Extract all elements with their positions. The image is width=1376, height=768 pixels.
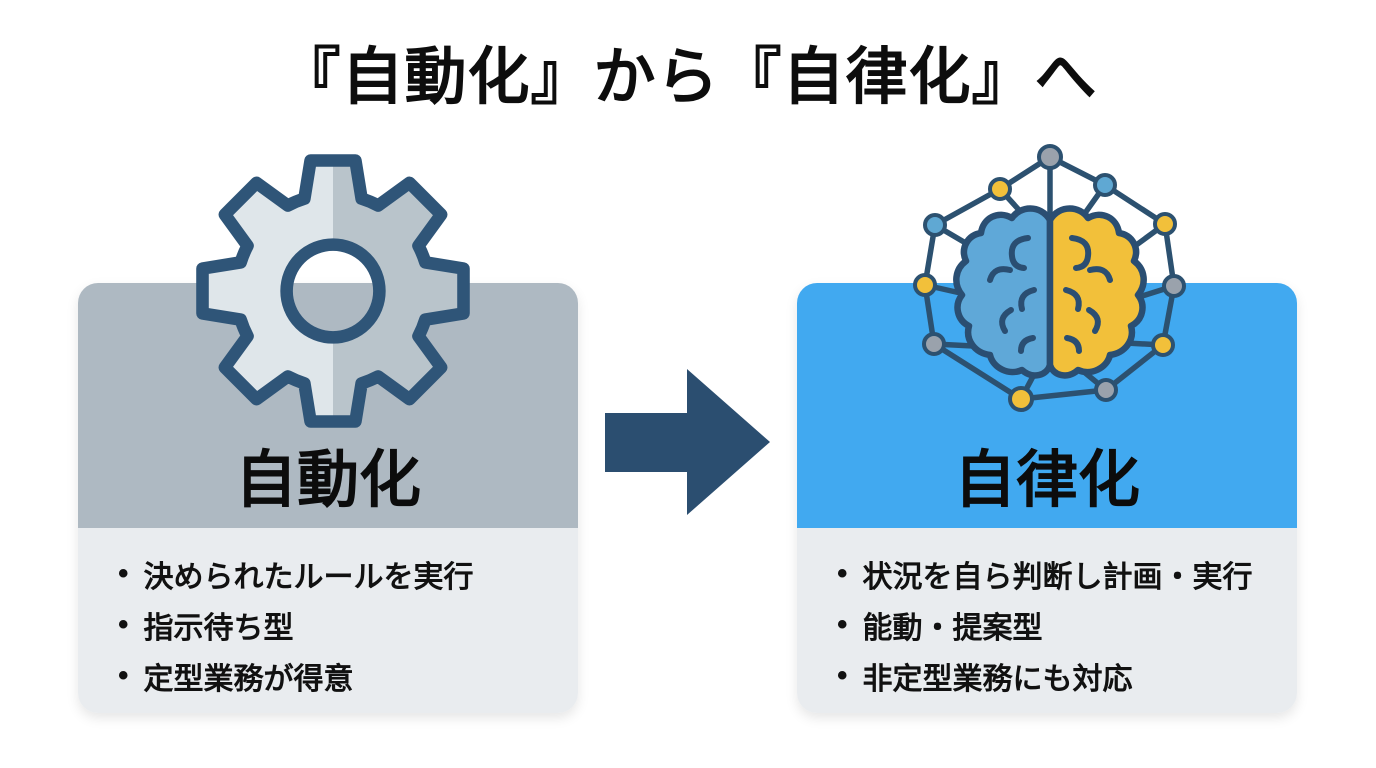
bullet-label: 指示待ち型: [143, 611, 294, 645]
bullet-label: 定型業務が得意: [143, 662, 354, 696]
list-item: • 決められたルールを実行: [118, 548, 564, 599]
list-item: • 状況を自ら判断し計画・実行: [837, 548, 1283, 599]
bullet-icon: •: [118, 658, 129, 692]
automation-card: 自動化 • 決められたルールを実行 • 指示待ち型 • 定型業務が得意: [78, 283, 578, 713]
bullet-label: 非定型業務にも対応: [862, 662, 1133, 696]
autonomy-card-bullets: • 状況を自ら判断し計画・実行 • 能動・提案型 • 非定型業務にも対応: [797, 528, 1297, 713]
autonomy-card-title: 自律化: [953, 446, 1140, 515]
list-item: • 能動・提案型: [837, 599, 1283, 650]
bullet-icon: •: [118, 556, 129, 590]
page-title: 『自動化』から『自律化』へ: [278, 43, 1098, 112]
automation-card-bullets: • 決められたルールを実行 • 指示待ち型 • 定型業務が得意: [78, 528, 578, 713]
right-arrow-svg: [605, 369, 770, 515]
bullet-label: 決められたルールを実行: [143, 560, 474, 594]
list-item: • 定型業務が得意: [118, 650, 564, 701]
right-arrow-icon: [600, 365, 775, 520]
autonomy-card-header: 自律化: [797, 283, 1297, 528]
bullet-icon: •: [118, 607, 129, 641]
list-item: • 非定型業務にも対応: [837, 650, 1283, 701]
automation-card-header: 自動化: [78, 283, 578, 528]
bullet-icon: •: [837, 607, 848, 641]
bullet-label: 能動・提案型: [862, 611, 1043, 645]
bullet-icon: •: [837, 556, 848, 590]
bullet-label: 状況を自ら判断し計画・実行: [862, 560, 1253, 594]
autonomy-card: 自律化 • 状況を自ら判断し計画・実行 • 能動・提案型 • 非定型業務にも対応: [797, 283, 1297, 713]
list-item: • 指示待ち型: [118, 599, 564, 650]
automation-card-title: 自動化: [234, 446, 421, 515]
bullet-icon: •: [837, 658, 848, 692]
right-arrow-shape: [605, 369, 770, 515]
